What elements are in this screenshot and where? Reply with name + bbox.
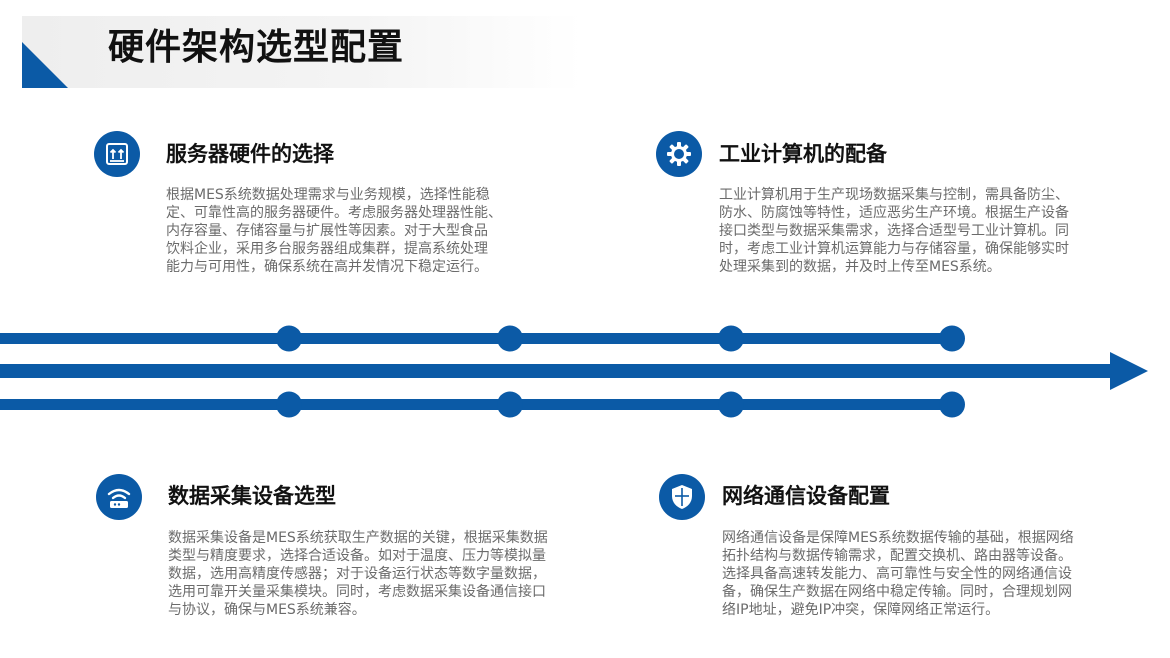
body-line: 内存容量、存储容量与扩展性等因素。对于大型食品: [166, 223, 488, 239]
timeline-bottom-bar: [0, 399, 952, 410]
body-line: 选用可靠开关量采集模块。同时，考虑数据采集设备通信接口: [168, 584, 546, 600]
body-line: 防水、防腐蚀等特性，适应恶劣生产环境。根据生产设备: [719, 205, 1069, 221]
body-line: 能力与可用性，确保系统在高并发情况下稳定运行。: [166, 259, 488, 275]
body-line: 处理采集到的数据，并及时上传至MES系统。: [719, 259, 1001, 275]
timeline-node: [939, 325, 965, 352]
timeline-top-bar: [0, 333, 952, 344]
section-title-data-acquisition: 数据采集设备选型: [168, 484, 336, 508]
body-line: 饮料企业，采用多台服务器组成集群，提高系统处理: [166, 241, 488, 257]
timeline-node: [497, 391, 523, 418]
section-title-industrial-computer: 工业计算机的配备: [719, 142, 887, 166]
body-line: 数据，选用高精度传感器；对于设备运行状态等数字量数据，: [168, 566, 546, 582]
section-title-server: 服务器硬件的选择: [166, 142, 334, 166]
timeline-node: [497, 325, 523, 352]
body-line: 与协议，确保与MES系统兼容。: [168, 602, 366, 618]
body-line: 拓扑结构与数据传输需求，配置交换机、路由器等设备。: [722, 548, 1072, 564]
section-body-industrial-computer: 工业计算机用于生产现场数据采集与控制，需具备防尘、 防水、防腐蚀等特性，适应恶劣…: [719, 186, 1069, 276]
timeline-graphic: [0, 325, 1148, 418]
wifi-router-icon: [96, 474, 142, 520]
timeline-arrow-shaft: [0, 364, 1115, 378]
timeline-node: [718, 325, 744, 352]
body-line: 络IP地址，避免IP冲突，保障网络正常运行。: [722, 602, 1000, 618]
page-title: 硬件架构选型配置: [108, 27, 405, 68]
timeline-node: [276, 325, 302, 352]
body-line: 时，考虑工业计算机运算能力与存储容量，确保能够实时: [719, 241, 1069, 257]
body-line: 根据MES系统数据处理需求与业务规模，选择性能稳: [166, 187, 490, 203]
body-line: 选择具备高速转发能力、高可靠性与安全性的网络通信设: [722, 566, 1072, 582]
gear-icon: [656, 131, 702, 177]
body-line: 网络通信设备是保障MES系统数据传输的基础，根据网络: [722, 530, 1074, 546]
section-body-server: 根据MES系统数据处理需求与业务规模，选择性能稳 定、可靠性高的服务器硬件。考虑…: [166, 186, 502, 276]
timeline-node: [276, 391, 302, 418]
timeline-node: [718, 391, 744, 418]
body-line: 定、可靠性高的服务器硬件。考虑服务器处理器性能、: [166, 205, 502, 221]
shield-icon: [659, 474, 705, 520]
server-icon: [94, 131, 140, 177]
header-band: [22, 16, 582, 88]
section-title-network: 网络通信设备配置: [722, 484, 890, 508]
header-corner-triangle: [22, 42, 68, 88]
timeline-node: [939, 391, 965, 418]
body-line: 接口类型与数据采集需求，选择合适型号工业计算机。同: [719, 223, 1069, 239]
timeline-arrow-head: [1110, 352, 1148, 390]
section-body-network: 网络通信设备是保障MES系统数据传输的基础，根据网络 拓扑结构与数据传输需求，配…: [722, 529, 1074, 619]
body-line: 备，确保生产数据在网络中稳定传输。同时，合理规划网: [722, 584, 1072, 600]
body-line: 数据采集设备是MES系统获取生产数据的关键，根据采集数据: [168, 530, 548, 546]
body-line: 工业计算机用于生产现场数据采集与控制，需具备防尘、: [719, 187, 1069, 203]
section-body-data-acquisition: 数据采集设备是MES系统获取生产数据的关键，根据采集数据 类型与精度要求，选择合…: [168, 529, 548, 619]
body-line: 类型与精度要求，选择合适设备。如对于温度、压力等模拟量: [168, 548, 546, 564]
